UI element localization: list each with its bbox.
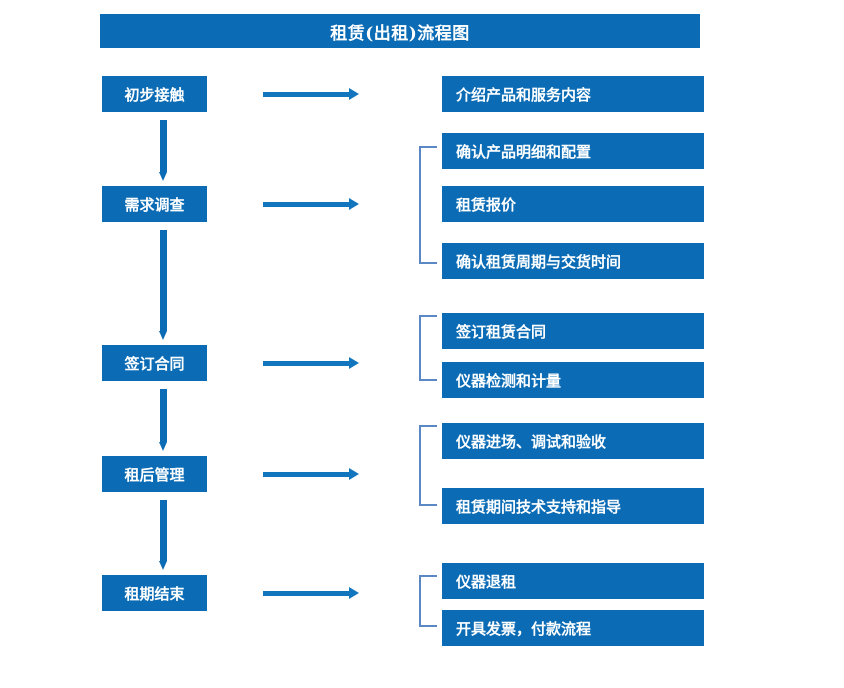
detail-box-intro-products[interactable]: 介绍产品和服务内容 xyxy=(442,76,704,112)
detail-label: 仪器检测和计量 xyxy=(456,371,562,390)
stage-label: 租后管理 xyxy=(124,465,185,484)
stage-box-rental-end[interactable]: 租期结束 xyxy=(102,575,207,611)
detail-box-confirm-specs[interactable]: 确认产品明细和配置 xyxy=(442,133,704,169)
right-arrow-icon-2 xyxy=(263,198,359,210)
stage-box-needs-survey[interactable]: 需求调查 xyxy=(102,186,207,222)
stage-label: 初步接触 xyxy=(124,85,185,104)
down-arrow-icon-4 xyxy=(159,500,168,571)
right-arrow-icon-3 xyxy=(263,357,359,369)
stage-label: 签订合同 xyxy=(124,354,185,373)
detail-label: 签订租赁合同 xyxy=(456,322,547,341)
group-bracket-post-rental xyxy=(419,425,437,506)
stage-box-initial-contact[interactable]: 初步接触 xyxy=(102,76,207,112)
detail-box-rental-quote[interactable]: 租赁报价 xyxy=(442,186,704,222)
detail-label: 租赁报价 xyxy=(456,195,517,214)
detail-label: 开具发票，付款流程 xyxy=(456,619,592,638)
down-arrow-icon-3 xyxy=(159,389,168,452)
detail-label: 确认租赁周期与交货时间 xyxy=(456,252,622,271)
detail-label: 介绍产品和服务内容 xyxy=(456,85,592,104)
group-bracket-needs-survey xyxy=(419,146,437,264)
down-arrow-icon-2 xyxy=(159,230,168,341)
detail-label: 确认产品明细和配置 xyxy=(456,142,592,161)
diagram-title-banner: 租赁(出租)流程图 xyxy=(100,14,700,48)
detail-box-instrument-return[interactable]: 仪器退租 xyxy=(442,563,704,599)
right-arrow-icon-1 xyxy=(263,88,359,100)
detail-box-invoice-payment[interactable]: 开具发票，付款流程 xyxy=(442,610,704,646)
stage-box-sign-contract[interactable]: 签订合同 xyxy=(102,345,207,381)
group-bracket-rental-end xyxy=(419,575,437,627)
stage-label: 需求调查 xyxy=(124,195,185,214)
detail-label: 仪器退租 xyxy=(456,572,517,591)
group-bracket-sign-contract xyxy=(419,315,437,381)
detail-box-instrument-delivery-commissioning[interactable]: 仪器进场、调试和验收 xyxy=(442,423,704,459)
detail-box-sign-rental-contract[interactable]: 签订租赁合同 xyxy=(442,313,704,349)
right-arrow-icon-4 xyxy=(263,468,359,480)
down-arrow-icon-1 xyxy=(159,120,168,182)
detail-box-confirm-period-delivery[interactable]: 确认租赁周期与交货时间 xyxy=(442,243,704,279)
stage-box-post-rental-management[interactable]: 租后管理 xyxy=(102,456,207,492)
detail-label: 租赁期间技术支持和指导 xyxy=(456,497,622,516)
detail-label: 仪器进场、调试和验收 xyxy=(456,432,607,451)
detail-box-instrument-inspection[interactable]: 仪器检测和计量 xyxy=(442,362,704,398)
page-title: 租赁(出租)流程图 xyxy=(330,23,470,44)
detail-box-technical-support[interactable]: 租赁期间技术支持和指导 xyxy=(442,488,704,524)
stage-label: 租期结束 xyxy=(124,584,185,603)
right-arrow-icon-5 xyxy=(263,587,359,599)
